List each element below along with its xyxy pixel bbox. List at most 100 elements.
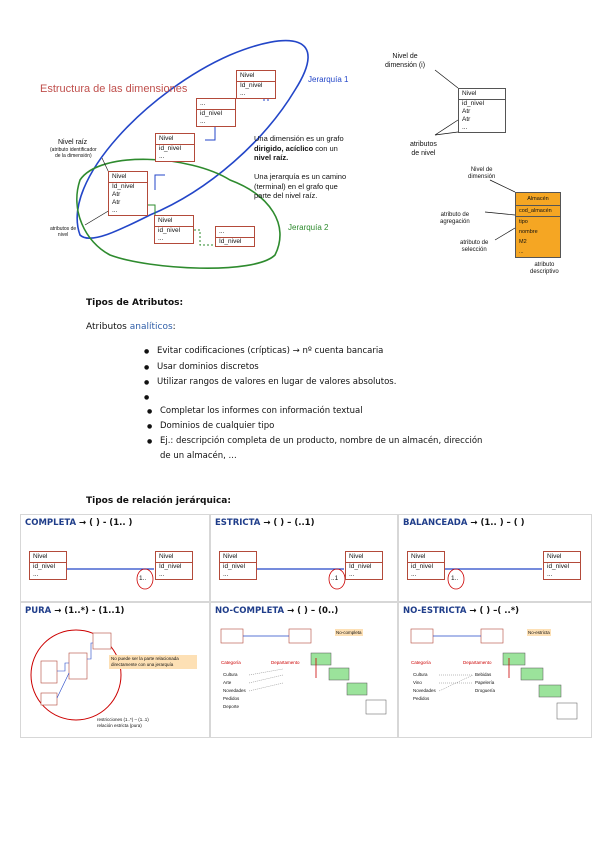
panel-estricta-left-row: ... xyxy=(223,571,229,578)
analytic-attributes-subheading: Atributos analíticos: xyxy=(86,322,176,332)
aggregation-label-2: agregación xyxy=(440,219,470,225)
hierarchy-definition: Una jerarquía es un camino (terminal) en… xyxy=(254,172,370,201)
generic-level-box-row: ... xyxy=(462,124,468,131)
panel-balanceada: BALANCEADA → (1.. ) – ( ) Nivel id_nivel… xyxy=(398,514,592,602)
panel-estricta-right-box: Nivel Id_nivel ... xyxy=(345,551,383,580)
descriptive-label: atributo descriptivo xyxy=(530,262,559,276)
panel-no-estricta-category: Categoría xyxy=(411,660,431,665)
panel-no-estricta: NO-ESTRICTA → ( ) –( ..*) Categoría Depa… xyxy=(398,602,592,738)
panel-estricta-left-row: id_nivel xyxy=(223,563,246,570)
root-level-sub2: de la dimensión) xyxy=(55,153,92,159)
root-level-sub1: (atributo identificador xyxy=(50,147,97,153)
panel-completa-left-box: Nivel id_nivel ... xyxy=(29,551,67,580)
panel-no-completa-item: Pedidos xyxy=(223,696,240,701)
panel-no-completa-item: Cultura xyxy=(223,672,238,677)
panel-no-completa-item: Arte xyxy=(223,680,232,685)
panel-pura-sketch xyxy=(30,629,122,721)
level-box-6-header: ... xyxy=(216,227,254,238)
descriptive-label-1: atributo xyxy=(534,262,555,268)
panel-estricta-title: ESTRICTA → ( ) – (..1) xyxy=(215,518,314,528)
panel-balanceada-right-box: Nivel id_nivel ... xyxy=(543,551,581,580)
warehouse-box: Almacén cod_almacén tipo nombre M2 ... xyxy=(515,192,561,258)
panel-completa-left-header: Nivel xyxy=(30,552,66,563)
bullet-item: Completar los informes con información t… xyxy=(147,406,363,417)
level-box-3-row: ... xyxy=(200,118,206,125)
panel-balanceada-name: BALANCEADA xyxy=(403,518,468,528)
panel-no-completa-tag: No-completa xyxy=(335,629,363,636)
panel-completa-left-row: ... xyxy=(33,571,39,578)
level-box-root-row: Atr xyxy=(112,199,121,206)
level-attributes-line1: atributos de xyxy=(50,226,77,232)
level-box-2-row: id_nivel xyxy=(159,145,182,152)
panel-no-completa-category: Categoría xyxy=(221,660,241,665)
panel-completa-right-row: ... xyxy=(159,571,165,578)
hierarchy-1-label: Jerarquía 1 xyxy=(308,75,349,84)
panel-pura-rule: → (1..*) - (1..1) xyxy=(51,606,125,616)
panel-no-estricta-item: Pedidos xyxy=(413,696,430,701)
panel-estricta-right-row: Id_nivel xyxy=(349,563,372,570)
panel-no-estricta-department: Departamento xyxy=(463,660,492,665)
diagram-title: Estructura de las dimensiones xyxy=(40,83,188,95)
panel-balanceada-left-row: ... xyxy=(411,571,417,578)
panel-pura-note-line2: directamente con una jerarquía xyxy=(111,662,174,667)
hierarchy-definition-line1: Una jerarquía es un camino xyxy=(254,172,347,181)
level-box-root-row: Id_nivel xyxy=(112,183,135,190)
panel-completa: COMPLETA → ( ) - (1.. ) Nivel id_nivel .… xyxy=(20,514,210,602)
dimension-definition-line3: nivel raíz. xyxy=(254,153,370,163)
panel-balanceada-multiplicity: 1.. xyxy=(451,575,459,582)
panel-no-completa-items: Cultura Arte Novedades Pedidos Deporte xyxy=(223,671,246,711)
hierarchy-definition-line2: (terminal) en el grafo que xyxy=(254,181,338,191)
dimension-level2-label-1: Nivel de xyxy=(470,167,493,173)
dimension-level2-label-2: dimensión xyxy=(468,174,496,180)
bullet-item: Evitar codificaciones (crípticas) → nº c… xyxy=(144,346,383,357)
level-box-2-header: Nivel xyxy=(156,134,194,145)
warehouse-box-header: Almacén xyxy=(516,193,560,206)
bullet-item: Usar dominios discretos xyxy=(144,362,259,373)
panel-estricta-multiplicity: ..1 xyxy=(331,575,339,582)
panel-no-estricta-sketch xyxy=(410,628,578,720)
panel-completa-right-box: Nivel Id_nivel ... xyxy=(155,551,193,580)
panel-estricta-rule: → ( ) – (..1) xyxy=(260,518,315,528)
panel-balanceada-link xyxy=(444,568,542,590)
panel-estricta: ESTRICTA → ( ) – (..1) Nivel id_nivel ..… xyxy=(210,514,398,602)
level-box-root-row: ... xyxy=(112,207,118,214)
panel-completa-right-row: Id_nivel xyxy=(159,563,182,570)
panel-balanceada-left-box: Nivel id_nivel ... xyxy=(407,551,445,580)
level-box-root-row: Atr xyxy=(112,191,121,198)
panel-no-estricta-rule: → ( ) –( ..*) xyxy=(466,606,520,616)
level-attributes-caption-2: de nivel xyxy=(411,150,436,157)
panel-estricta-left-box: Nivel id_nivel ... xyxy=(219,551,257,580)
panel-no-completa-item: Novedades xyxy=(223,688,246,693)
panel-balanceada-right-row: id_nivel xyxy=(547,563,570,570)
panel-pura: PURA → (1..*) - (1..1) No puede ser la p… xyxy=(20,602,210,738)
root-level-label: Nivel raíz (atributo identificador de la… xyxy=(50,138,97,159)
panel-pura-restrictions-line2: relación estricta (pura) xyxy=(97,723,142,728)
panel-no-estricta-tag: No-estricta xyxy=(527,629,551,636)
panel-pura-title: PURA → (1..*) - (1..1) xyxy=(25,606,124,616)
generic-level-box-row: id_nivel xyxy=(462,100,485,107)
panel-completa-name: COMPLETA xyxy=(25,518,77,528)
level-box-2-row: ... xyxy=(159,153,165,160)
dimension-definition-tail: con un xyxy=(313,143,338,153)
panel-pura-name: PURA xyxy=(25,606,52,616)
warehouse-box-row: cod_almacén xyxy=(516,206,560,217)
dimension-structure-diagram: Estructura de las dimensiones Jerarquía … xyxy=(30,30,370,275)
root-level-title: Nivel raíz xyxy=(58,139,88,146)
panel-no-estricta-item: Cultura xyxy=(413,672,428,677)
bullet-item: Utilizar rangos de valores en lugar de v… xyxy=(144,377,396,388)
level-box-3-row: id_nivel xyxy=(200,110,223,117)
panel-no-completa: NO-COMPLETA → ( ) – (0..) Categoría Depa… xyxy=(210,602,398,738)
dimension-level-label: Nivel de dimensión (i) xyxy=(385,52,425,70)
selection-label-1: atributo de xyxy=(460,240,489,246)
panel-no-estricta-name: NO-ESTRICTA xyxy=(403,606,467,616)
level-box-5-row: ... xyxy=(158,235,164,242)
bullet-continuation: de un almacén, ... xyxy=(160,451,237,461)
level-box-2: Nivel id_nivel ... xyxy=(155,133,195,162)
level-attributes-diagram: Nivel de dimensión (i) Nivel id_nivel At… xyxy=(380,40,580,290)
panel-estricta-name: ESTRICTA xyxy=(215,518,261,528)
dimension-definition: Una dimensión es un grafo dirigido, acíc… xyxy=(254,134,370,163)
panel-pura-restrictions: restricciones (1..*) – (1..1) relación e… xyxy=(97,717,149,729)
generic-level-box-row: Atr xyxy=(462,116,471,123)
dimension-definition-line2: dirigido, acíclico con un xyxy=(254,144,370,154)
analytic-highlight: analíticos xyxy=(129,322,173,332)
